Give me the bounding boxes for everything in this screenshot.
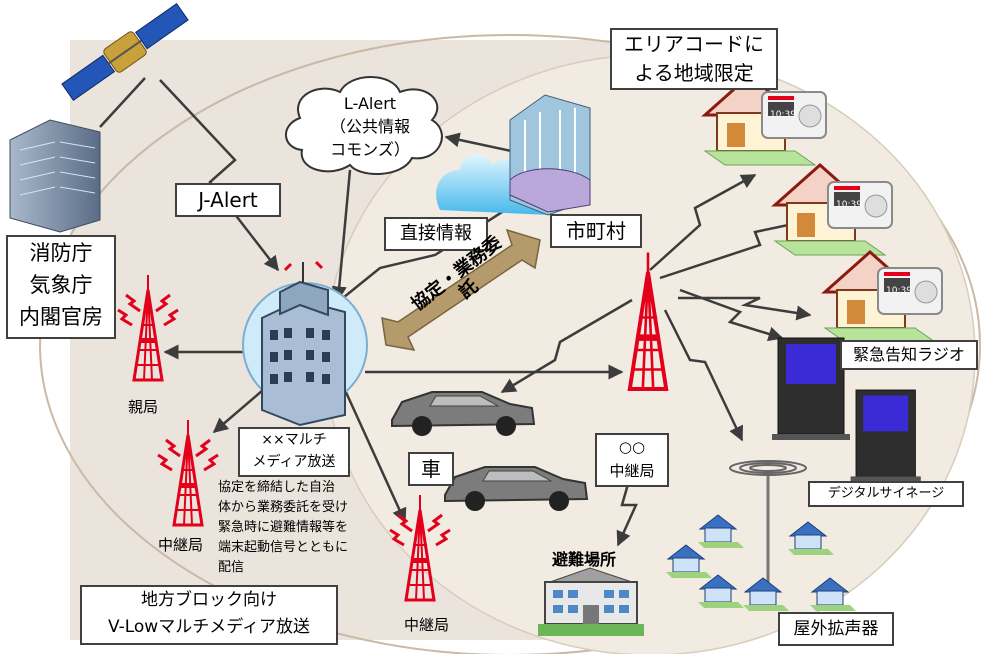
direct-info-label: 直接情報 [384,217,488,251]
digital-signage-icon-2 [850,389,922,483]
j-alert-line [159,79,279,272]
municipal-office-icon [436,94,591,216]
shelter-label: 避難場所 [552,550,617,569]
agreement-arrow [381,228,541,351]
shelter-building-icon [538,567,644,636]
relay-station-bottom-label: 中継局 [404,616,450,634]
description-text: 協定を締結した自治 体から業務委託を受け 緊急時に避難情報等を 端末起動信号とと… [218,480,349,575]
title-box: 地方ブロック向け V-Lowマルチメディア放送 [80,585,338,645]
broadcaster-building-icon [242,260,368,427]
relay-station-center-label: ○○ 中継局 [595,433,669,487]
area-code-label: エリアコードに よる地域限定 [610,28,778,90]
outdoor-speaker-pole-icon [729,460,807,590]
senders-label: 消防庁 気象庁 内閣官房 [6,235,116,339]
radio-time-2: 10:39 [836,200,862,210]
radio-time-1: 10:39 [770,110,796,120]
relay-station-left-label: 中継局 [158,536,204,554]
region-ellipse-outer [39,34,981,654]
radio-time-3: 10:39 [886,286,912,296]
municipality-label: 市町村 [550,214,642,248]
digital-signage-label: デジタルサイネージ [808,481,964,507]
j-alert-label: J-Alert [175,183,281,217]
satellite-icon [61,2,189,102]
outdoor-speaker-label: 屋外拡声器 [778,612,894,646]
parent-station-label: 親局 [128,398,159,416]
car-label: 車 [408,452,454,486]
emergency-radio-label: 緊急告知ラジオ [840,340,978,370]
l-alert-cloud [285,76,443,176]
digital-signage-icon-1 [771,337,851,441]
l-alert-label: L-Alert （公共情報 コモンズ） [329,94,410,159]
multimedia-broadcaster-label: ××マルチ メディア放送 [238,427,350,477]
agency-building-icon [9,119,101,233]
